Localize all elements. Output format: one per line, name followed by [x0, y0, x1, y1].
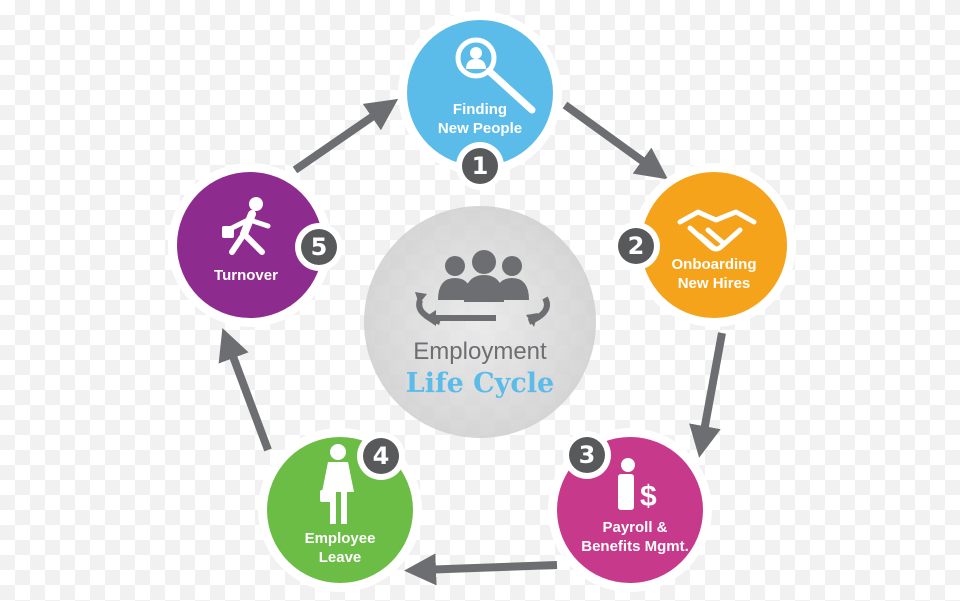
stage-4-number: 4 — [372, 442, 390, 470]
stage-5 — [168, 163, 343, 327]
stage-2-label: Onboarding New Hires — [634, 255, 794, 293]
stage-4-label: Employee Leave — [260, 529, 420, 567]
stage-1-label: Finding New People — [400, 100, 560, 138]
stage-4-label-line2: Leave — [318, 549, 362, 566]
stage-3-label-line1: Payroll & — [602, 519, 668, 536]
handshake-icon — [677, 209, 757, 252]
person-dollar-icon: $ — [618, 458, 657, 513]
stage-2-label-line2: New Hires — [677, 275, 751, 292]
stage-1-label-line2: New People — [437, 120, 523, 137]
svg-text:$: $ — [640, 480, 657, 513]
arrow-4-to-5 — [218, 328, 272, 452]
stage-1-label-line1: Finding — [452, 101, 508, 118]
arrow-3-to-4 — [404, 553, 558, 586]
center-title: Employment — [413, 338, 547, 365]
stage-5-label: Turnover — [166, 266, 326, 285]
stage-4 — [258, 428, 422, 592]
stage-5-label-line1: Turnover — [214, 267, 278, 284]
stage-2 — [612, 163, 796, 327]
center-hub — [364, 206, 596, 438]
arrow-5-to-1 — [292, 98, 399, 174]
cycle-arrows — [218, 98, 726, 586]
running-man-icon — [222, 197, 271, 255]
woman-briefcase-icon — [320, 444, 354, 524]
stage-3-number: 3 — [578, 441, 596, 469]
stage-1 — [398, 11, 562, 190]
magnifier-person-icon — [455, 37, 536, 114]
stage-2-number: 2 — [627, 232, 645, 260]
team-cycle-icon — [415, 250, 550, 327]
stage-2-label-line1: Onboarding — [671, 256, 757, 273]
stage-3-label-line2: Benefits Mgmt. — [581, 538, 689, 555]
stage-5-number: 5 — [310, 233, 328, 261]
arrow-2-to-3 — [689, 332, 726, 458]
arrow-1-to-2 — [562, 101, 668, 180]
stage-1-number: 1 — [471, 152, 489, 180]
stage-3: $ — [548, 428, 712, 592]
stage-3-label: Payroll & Benefits Mgmt. — [555, 518, 715, 556]
stage-4-label-line1: Employee — [304, 530, 376, 547]
center-subtitle: Life Cycle — [405, 368, 555, 399]
